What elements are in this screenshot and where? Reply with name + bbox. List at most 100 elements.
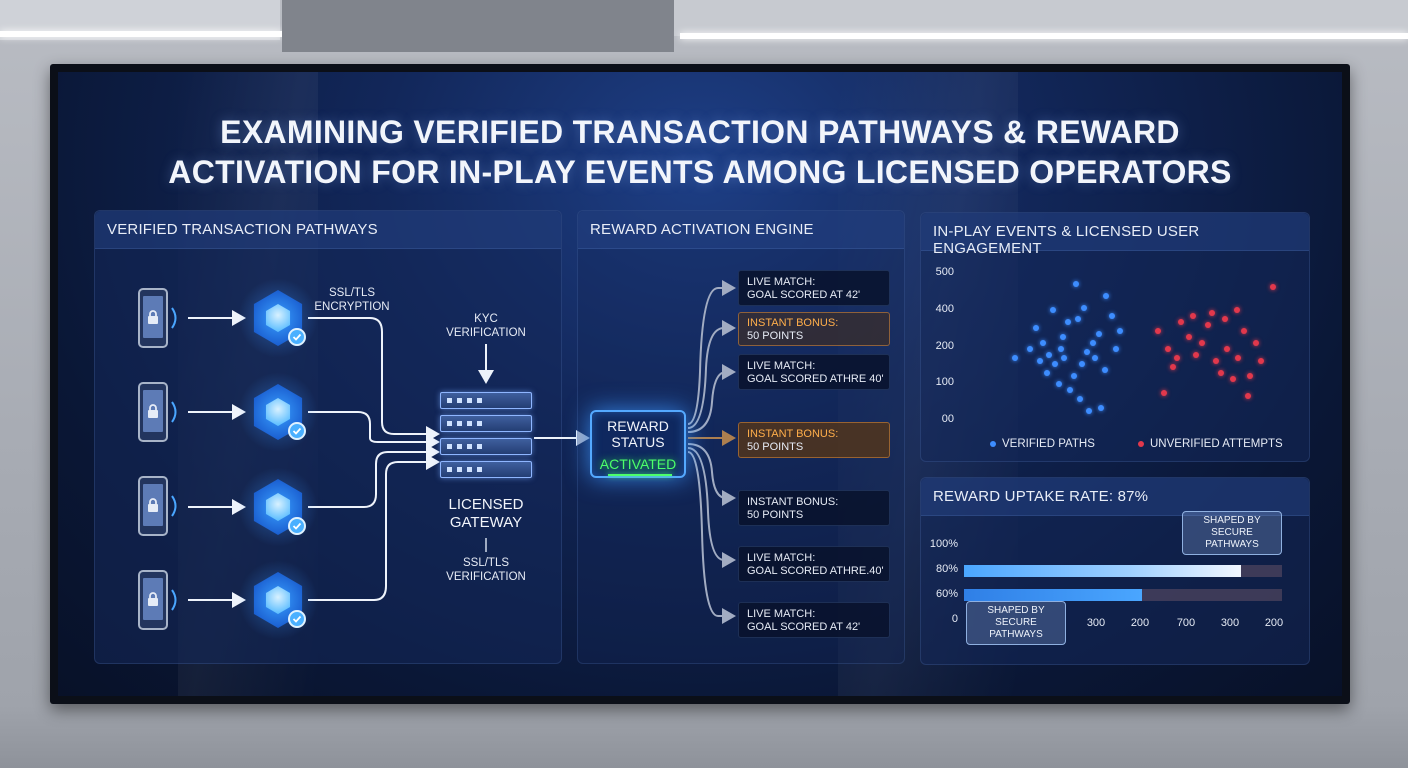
label-line: GATEWAY <box>449 514 523 531</box>
label-line: SSL/TLS <box>462 557 510 569</box>
server-unit <box>440 415 532 432</box>
mobile-device <box>138 288 168 348</box>
y-tick-label: 400 <box>935 303 954 315</box>
scatter-point-unverified <box>1155 328 1162 335</box>
server-unit <box>440 461 532 478</box>
lock-icon <box>148 498 158 512</box>
uptake-bar <box>964 589 1143 601</box>
scatter-point-unverified <box>1204 322 1211 329</box>
scatter-point-unverified <box>1208 310 1215 317</box>
scatter-point-verified <box>1061 354 1068 361</box>
event-label: INSTANT BONUS: <box>747 496 839 508</box>
event-label: LIVE MATCH: <box>747 276 816 288</box>
label-line: VERIFICATION <box>446 571 526 583</box>
x-tick-label: 700 <box>1176 617 1196 629</box>
check-icon <box>288 610 306 628</box>
reward-branch-line <box>687 451 736 624</box>
server-unit <box>440 392 532 409</box>
mobile-device <box>138 476 168 536</box>
reward-status-box: REWARD STATUS ACTIVATED <box>590 410 686 478</box>
mobile-device <box>138 382 168 442</box>
scatter-point-verified <box>1046 351 1053 358</box>
event-detail: 50 POINTS <box>747 330 804 342</box>
scatter-point-unverified <box>1229 375 1236 382</box>
scatter-point-unverified <box>1174 354 1181 361</box>
scatter-point-unverified <box>1193 351 1200 358</box>
scatter-point-unverified <box>1199 340 1206 347</box>
pathway-connectors <box>188 280 736 624</box>
event-label: LIVE MATCH: <box>747 360 816 372</box>
scatter-point-verified <box>1026 345 1033 352</box>
event-detail: GOAL SCORED AT 42' <box>747 289 861 301</box>
panel-title: IN-PLAY EVENTS & LICENSED USER ENGAGEMEN… <box>933 223 1200 257</box>
scatter-point-verified <box>1059 334 1066 341</box>
lock-icon <box>148 592 158 606</box>
scatter-point-unverified <box>1222 316 1229 323</box>
lock-icon <box>148 310 158 324</box>
scatter-point-unverified <box>1189 313 1196 320</box>
event-card-bonus: INSTANT BONUS: 50 POINTS <box>738 312 890 346</box>
scatter-point-verified <box>1072 280 1079 287</box>
scatter-point-unverified <box>1223 345 1230 352</box>
shield-check-icon <box>238 278 318 358</box>
shield-check-icon <box>238 467 318 547</box>
y-tick-label: 100% <box>929 538 958 550</box>
shield-check-icon <box>238 560 318 640</box>
ceiling-light-left <box>0 31 282 37</box>
scatter-point-verified <box>1044 369 1051 376</box>
legend-label: VERIFIED PATHS <box>1002 438 1095 450</box>
ssl-verification-label: SSL/TLS VERIFICATION <box>440 556 532 584</box>
lock-icon <box>148 404 158 418</box>
pathway-line <box>308 444 440 508</box>
scatter-point-unverified <box>1252 340 1259 347</box>
wall-monitor: EXAMINING VERIFIED TRANSACTION PATHWAYS … <box>50 64 1350 704</box>
ceiling-light-right <box>680 33 1408 39</box>
scatter-point-verified <box>1051 360 1058 367</box>
engagement-panel: IN-PLAY EVENTS & LICENSED USER ENGAGEMEN… <box>920 212 1310 462</box>
reward-branch-line <box>687 364 736 433</box>
scatter-point-unverified <box>1241 328 1248 335</box>
event-card-bonus: INSTANT BONUS: 50 POINTS <box>738 422 890 458</box>
label-line: LICENSED <box>448 496 524 513</box>
callout-bottom: SHAPED BY SECURE PATHWAYS <box>966 601 1066 645</box>
event-card: LIVE MATCH: GOAL SCORED AT 42' <box>738 602 890 638</box>
event-label: LIVE MATCH: <box>747 608 816 620</box>
scatter-point-verified <box>1097 405 1104 412</box>
uptake-bar-track <box>964 589 1282 601</box>
signal-wave-icon <box>171 307 177 329</box>
y-tick-label: 00 <box>941 413 954 425</box>
callout-line: SHAPED BY <box>1203 515 1261 526</box>
event-detail: 50 POINTS <box>747 441 804 453</box>
check-icon <box>288 328 306 346</box>
engagement-scatter-chart: 500 400 200 100 00 VERIFIED PATHS UNVERI… <box>920 212 1310 462</box>
event-detail: GOAL SCORED ATHRE 40' <box>747 373 884 385</box>
scatter-point-verified <box>1078 360 1085 367</box>
legend-swatch <box>1138 440 1144 447</box>
legend-label: UNVERIFIED ATTEMPTS <box>1150 438 1283 450</box>
transaction-pathways-panel: VERIFIED TRANSACTION PATHWAYS <box>94 210 562 664</box>
panel-header <box>921 213 1309 251</box>
scatter-point-verified <box>1113 345 1120 352</box>
check-icon <box>288 422 306 440</box>
panel-header <box>578 211 904 249</box>
event-detail: 50 POINTS <box>747 509 804 521</box>
scatter-point-unverified <box>1212 357 1219 364</box>
server-unit <box>440 438 532 455</box>
scatter-point-verified <box>1101 366 1108 373</box>
scatter-point-verified <box>1011 354 1018 361</box>
scatter-point-unverified <box>1235 354 1242 361</box>
dashboard-title: EXAMINING VERIFIED TRANSACTION PATHWAYS … <box>58 112 1342 192</box>
scatter-point-verified <box>1036 357 1043 364</box>
scatter-point-unverified <box>1246 372 1253 379</box>
floor <box>0 706 1408 768</box>
y-tick-label: 60% <box>935 588 958 600</box>
signal-wave-icon <box>171 401 177 423</box>
ceiling-beam <box>282 0 674 52</box>
event-card: LIVE MATCH: GOAL SCORED AT 42' <box>738 270 890 306</box>
y-tick-label: 80% <box>935 563 958 575</box>
event-label: INSTANT BONUS: <box>747 317 839 329</box>
callout-line: SECURE PATHWAYS <box>1205 527 1259 550</box>
shield-check-icon <box>238 372 318 452</box>
reward-status-line-1: REWARD <box>607 418 669 434</box>
pathway-line <box>308 454 440 601</box>
